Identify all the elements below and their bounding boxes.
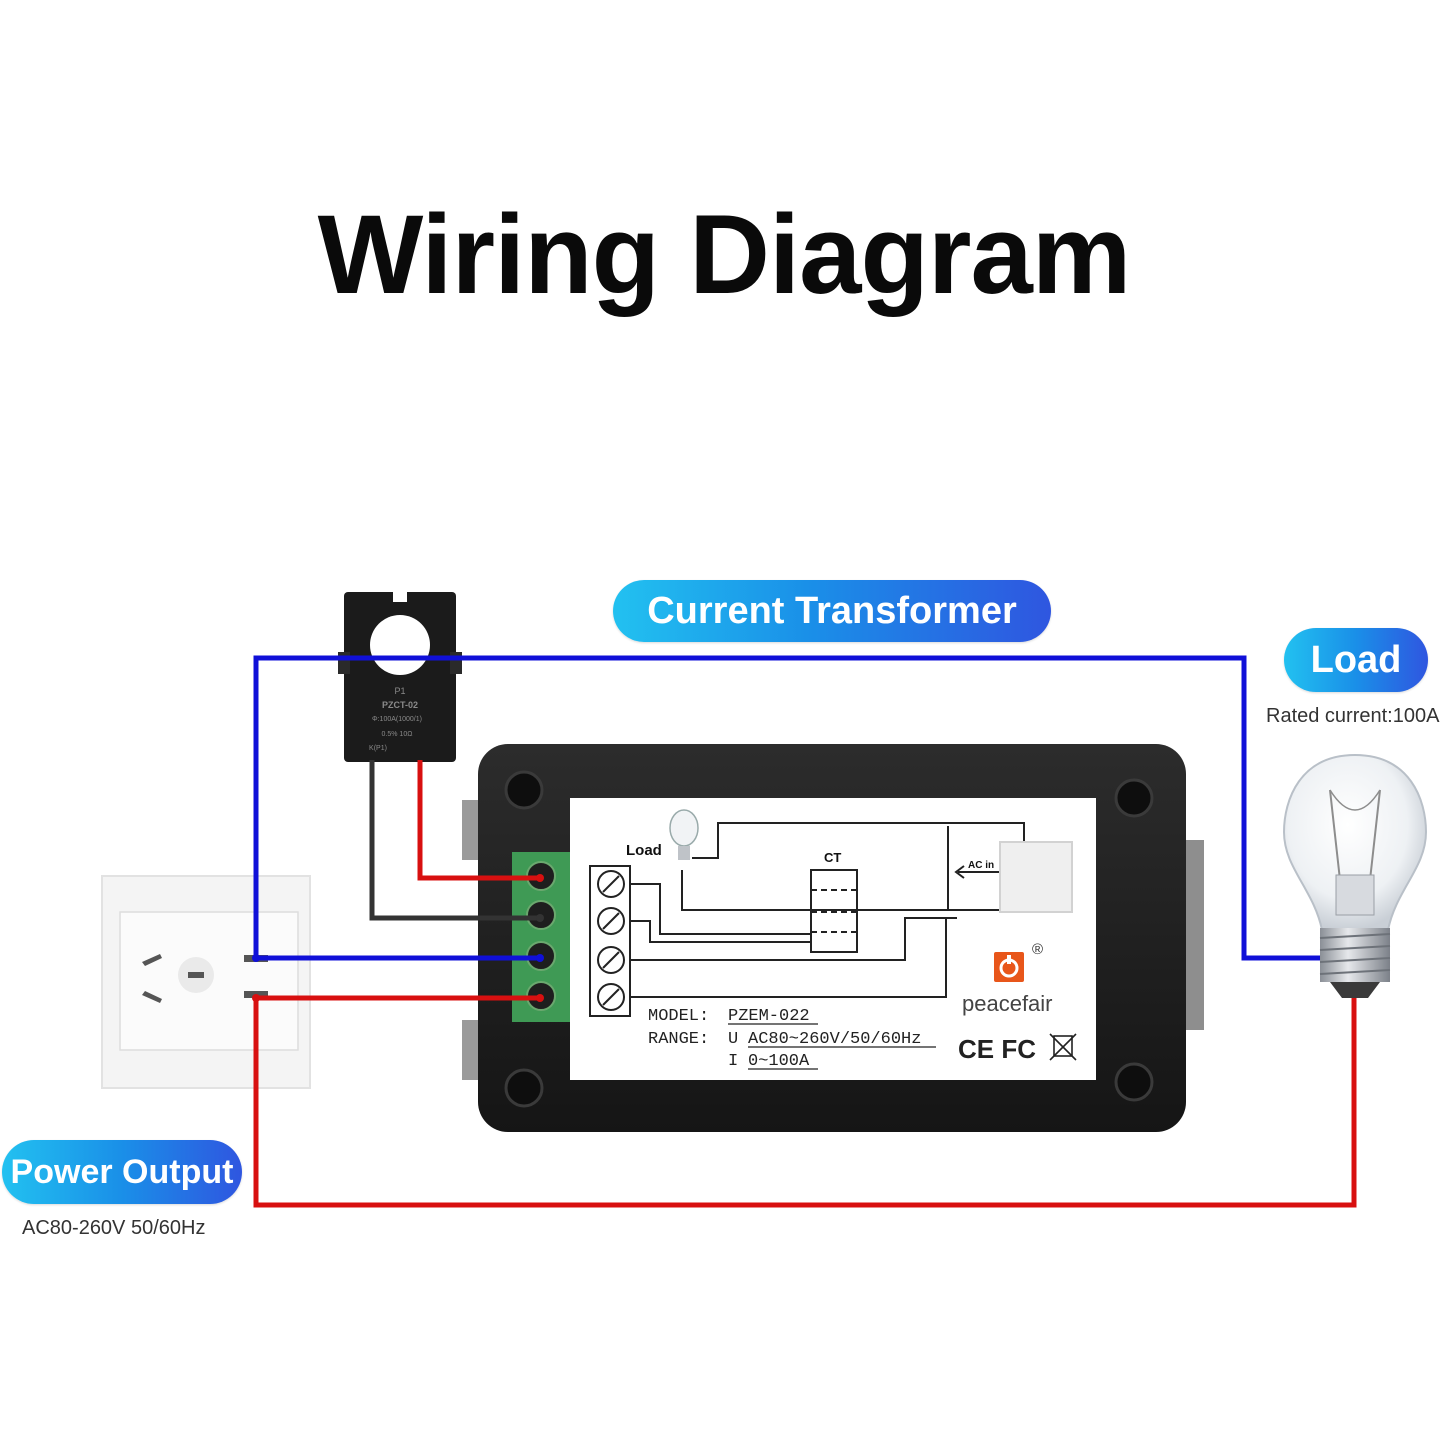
printed-schematic (589, 822, 1073, 1017)
ct-label-3: Φ:100A(1000/1) (372, 716, 422, 723)
schematic-load-label: Load (626, 842, 662, 859)
model-value: PZEM-022 (728, 1007, 810, 1026)
power-spec-caption: AC80-260V 50/60Hz (22, 1217, 206, 1239)
range-key: RANGE: (648, 1030, 709, 1049)
page-title: Wiring Diagram (317, 192, 1132, 317)
ct-label-2: PZCT-02 (382, 700, 418, 710)
load-rating-caption: Rated current:100A (1266, 705, 1440, 727)
schematic-bulb-icon (669, 809, 699, 860)
wall-socket (101, 875, 311, 1089)
schematic-ac-in-label: AC in (968, 860, 994, 871)
ct-red-lead (417, 760, 540, 881)
power-meter: Load CT AC in MODEL: PZEM-022 RANGE: U A… (462, 744, 1204, 1132)
red-wire-main (253, 998, 1357, 1208)
peacefair-logo: peacefair ® (962, 941, 1053, 1016)
certification-marks: CE FC (958, 1034, 1036, 1064)
power-output-label: Power Output (2, 1140, 242, 1204)
light-bulb-icon (1282, 753, 1428, 998)
current-transformer: P1 PZCT-02 Φ:100A(1000/1) 0.5% 10Ω K(P1) (338, 592, 462, 762)
registered-mark: ® (1032, 941, 1043, 958)
voltage-symbol: U (728, 1030, 738, 1049)
schematic-ct-label: CT (824, 850, 841, 865)
load-label: Load (1284, 628, 1428, 692)
brand-name: peacefair (962, 991, 1053, 1016)
current-range: 0~100A (748, 1052, 810, 1071)
weee-bin-icon (1049, 1033, 1077, 1061)
ct-label-1: P1 (394, 686, 405, 696)
current-symbol: I (728, 1052, 738, 1071)
current-transformer-label: Current Transformer (613, 580, 1051, 642)
ct-black-lead (369, 760, 540, 921)
blue-wire-main (253, 655, 1320, 961)
model-key: MODEL: (648, 1007, 709, 1026)
ct-label-5: K(P1) (369, 745, 387, 752)
ct-label-4: 0.5% 10Ω (382, 731, 413, 738)
voltage-range: AC80~260V/50/60Hz (748, 1030, 921, 1049)
